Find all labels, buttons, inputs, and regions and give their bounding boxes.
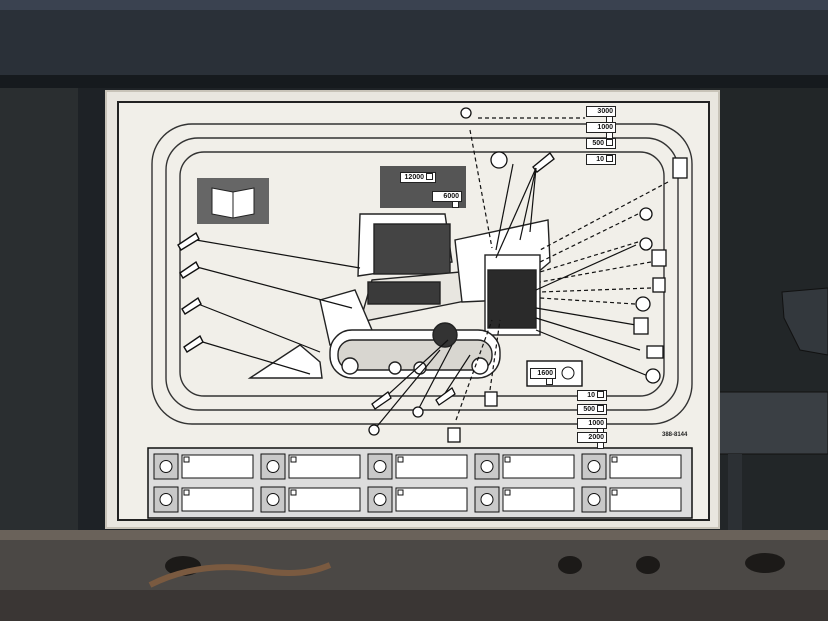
log-service-icon	[159, 460, 173, 473]
log-check-square	[611, 489, 618, 496]
log-write-box	[502, 454, 575, 479]
log-icon-tile	[260, 453, 286, 480]
bracket-hook	[781, 287, 828, 356]
bracket-leg	[728, 454, 742, 530]
interval-label-bottom: 1000	[577, 418, 607, 429]
log-write-box	[288, 487, 361, 512]
interval-label-top: 3000	[586, 106, 616, 117]
log-check-square	[290, 489, 297, 496]
log-write-box	[502, 487, 575, 512]
beam-hole	[558, 556, 582, 574]
interval-label-top: 1000	[586, 122, 616, 133]
log-write-box	[395, 487, 468, 512]
grease-gun-icon	[371, 387, 456, 410]
log-check-square	[183, 456, 190, 463]
log-write-box	[181, 454, 254, 479]
beam-hole	[745, 553, 785, 573]
log-service-icon	[480, 460, 494, 473]
log-service-icon	[587, 493, 601, 506]
log-service-icon	[266, 493, 280, 506]
interval-label-bottom: 10	[577, 390, 607, 401]
log-service-icon	[373, 460, 387, 473]
log-check-square	[504, 489, 511, 496]
service-leaders-solid	[373, 163, 649, 431]
service-log-grid	[153, 453, 682, 513]
log-check-square	[183, 489, 190, 496]
bracket-plate	[717, 391, 828, 455]
log-check-square	[397, 456, 404, 463]
log-service-icon	[159, 493, 173, 506]
log-service-icon	[480, 493, 494, 506]
log-write-box	[181, 487, 254, 512]
bottom-beam-lower	[0, 590, 828, 621]
log-service-icon	[373, 493, 387, 506]
log-check-square	[611, 456, 618, 463]
top-beam	[0, 0, 828, 88]
part-number: 388-8144	[662, 432, 688, 438]
beam-shadow	[0, 75, 828, 89]
log-check-square	[504, 456, 511, 463]
rust-streak	[148, 562, 332, 588]
hydraulic-interval-label: 1600	[530, 368, 556, 379]
grease-leaders	[192, 239, 361, 375]
log-write-box	[395, 454, 468, 479]
log-check-square	[397, 489, 404, 496]
service-icon	[447, 107, 688, 443]
log-write-box	[609, 454, 682, 479]
hydraulic-icon	[561, 366, 575, 380]
outline-ring	[151, 123, 693, 425]
interval-label-bottom: 500	[577, 404, 607, 415]
log-icon-tile	[367, 453, 393, 480]
engine-oil-hours-primary: 12000	[400, 172, 436, 183]
interval-label-top: 500	[586, 138, 616, 149]
interval-label-top: 10	[586, 154, 616, 165]
log-write-box	[288, 454, 361, 479]
log-check-square	[290, 456, 297, 463]
log-service-icon	[266, 460, 280, 473]
beam-hole	[636, 556, 660, 574]
bottom-beam-edge	[0, 530, 828, 540]
log-write-box	[609, 487, 682, 512]
log-service-icon	[587, 460, 601, 473]
grease-gun-icon	[177, 151, 555, 353]
loader-illustration	[247, 213, 551, 379]
gear-icon	[368, 406, 424, 436]
service-leaders	[455, 117, 669, 421]
beam-highlight	[0, 0, 828, 10]
interval-label-bottom: 2000	[577, 432, 607, 443]
left-post	[0, 88, 78, 538]
engine-oil-hours-secondary: 6000	[432, 191, 462, 202]
